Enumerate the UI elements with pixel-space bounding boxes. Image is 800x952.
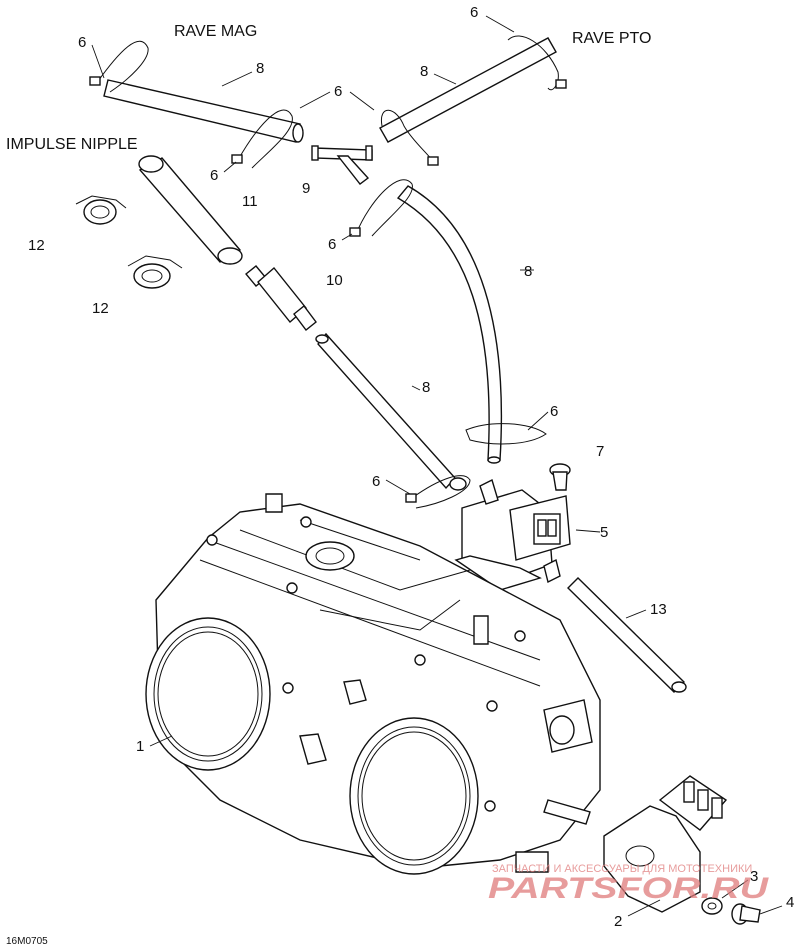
callout-6: 6	[470, 4, 478, 21]
callout-8: 8	[420, 63, 428, 80]
callout-13: 13	[650, 601, 667, 618]
rave-pto-hose	[379, 37, 557, 143]
clamp-lower	[127, 255, 183, 289]
callout-6: 6	[550, 403, 558, 420]
tie-rap-7	[405, 475, 471, 509]
rave-mag-hose	[103, 79, 304, 143]
watermark: ЗАПЧАСТИ И АКСЕССУАРЫ ДЛЯ МОТОТЕХНИКИ PA…	[488, 863, 770, 905]
sensor-screw	[731, 903, 761, 925]
callout-10: 10	[326, 272, 343, 289]
callout-3: 3	[750, 868, 758, 885]
impulse-nipple-hose	[138, 155, 243, 265]
callout-8: 8	[422, 379, 430, 396]
tie-rap-4	[380, 109, 439, 166]
callout-6: 6	[334, 83, 342, 100]
rave-feed-hose	[396, 185, 503, 464]
rave-pto-title: RAVE PTO	[572, 30, 651, 47]
callout-8: 8	[256, 60, 264, 77]
rave-mag-title: RAVE MAG	[174, 23, 257, 40]
callout-6: 6	[328, 236, 336, 253]
vent-hose-13	[567, 577, 687, 693]
throttle-body	[145, 493, 601, 875]
washer	[701, 897, 723, 915]
callout-2: 2	[614, 913, 622, 930]
callout-11: 11	[242, 193, 258, 210]
clamp-upper	[75, 195, 127, 225]
watermark-logo-text: PARTSFOR.RU	[488, 872, 770, 905]
callout-7: 7	[596, 443, 604, 460]
screw-7	[549, 463, 571, 491]
callout-1: 1	[136, 738, 144, 755]
tie-rap-6	[465, 423, 547, 445]
callout-12: 12	[28, 237, 45, 254]
callout-6: 6	[210, 167, 218, 184]
callout-6: 6	[372, 473, 380, 490]
impulse-nipple-valve	[245, 265, 317, 331]
callout-6: 6	[78, 34, 86, 51]
callout-9: 9	[302, 180, 310, 197]
callout-8: 8	[524, 263, 532, 280]
rave-solenoid	[454, 479, 571, 591]
watermark-tagline: ЗАПЧАСТИ И АКСЕССУАРЫ ДЛЯ МОТОТЕХНИКИ	[492, 863, 752, 875]
tie-rap-3	[507, 35, 567, 91]
reference-code: 16M0705	[6, 936, 48, 947]
tie-rap-5	[349, 179, 413, 237]
callout-12: 12	[92, 300, 109, 317]
throttle-position-sensor	[603, 775, 728, 913]
impulse-nipple-title: IMPULSE NIPPLE	[6, 136, 138, 153]
tie-rap-2	[231, 109, 293, 169]
t-fitting	[311, 145, 373, 185]
callout-5: 5	[600, 524, 608, 541]
leader-lines	[91, 15, 783, 917]
callout-4: 4	[786, 894, 794, 911]
tie-rap-1	[89, 40, 149, 93]
impulse-hose	[315, 332, 456, 490]
